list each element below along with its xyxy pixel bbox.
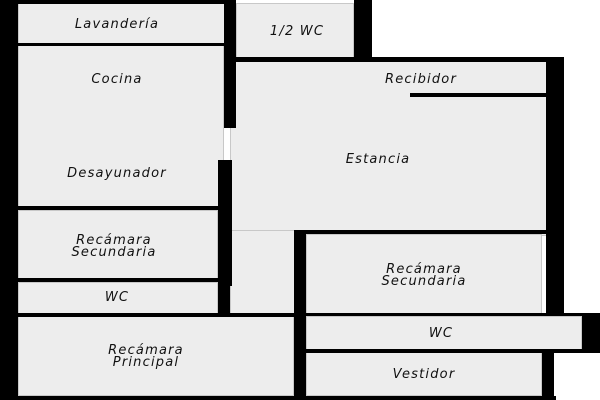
label-vestidor: Vestidor — [392, 367, 456, 382]
label-recamara-secundaria-2: Recámara Secundaria — [381, 262, 467, 289]
label-wc-1: WC — [104, 290, 130, 305]
room-estancia — [230, 60, 548, 236]
room-cocina-desayunador — [18, 45, 224, 210]
label-recamara-secundaria-1: Recámara Secundaria — [71, 233, 157, 260]
room-vestidor — [306, 352, 542, 396]
wall-top-left — [0, 0, 236, 4]
room-recamara-secundaria-1 — [18, 210, 218, 280]
wall-wc-2-right — [582, 313, 600, 353]
room-wc-1 — [18, 282, 218, 314]
wall-lavanderia-bottom — [18, 43, 230, 46]
wall-wc-2-bottom — [306, 349, 586, 353]
wall-recamara-sec-2-top — [294, 230, 546, 234]
wall-desayunador-bottom — [18, 206, 220, 210]
wall-estancia-top — [236, 57, 564, 62]
label-desayunador: Desayunador — [67, 166, 167, 181]
label-recamara-principal: Recámara Principal — [108, 343, 184, 370]
room-recamara-secundaria-2 — [306, 234, 542, 314]
room-medio-bano — [236, 3, 354, 59]
wall-right-outer — [546, 57, 564, 315]
wall-recamara-sec-1-bottom — [18, 278, 220, 282]
wall-desayunador-right — [218, 160, 232, 286]
wall-cocina-right — [224, 4, 236, 128]
wall-wc-1-right — [218, 280, 230, 316]
label-wc-2: WC — [428, 326, 454, 341]
wall-left-outer — [0, 0, 18, 400]
wall-medio-bano-right — [354, 0, 372, 58]
label-medio-bano: 1/2 WC — [269, 24, 325, 39]
wall-middle-horizontal — [18, 313, 300, 317]
room-wc-2 — [306, 316, 582, 350]
room-pasillo — [230, 230, 296, 316]
label-recibidor: Recibidor — [384, 72, 458, 87]
label-estancia: Estancia — [345, 152, 411, 167]
wall-bottom-outer — [0, 396, 556, 400]
wall-vestidor-right — [542, 350, 554, 400]
wall-wc-2-top — [300, 313, 584, 316]
label-cocina: Cocina — [91, 72, 143, 87]
label-lavanderia: Lavandería — [74, 17, 160, 32]
wall-recibidor-divider — [410, 93, 546, 97]
